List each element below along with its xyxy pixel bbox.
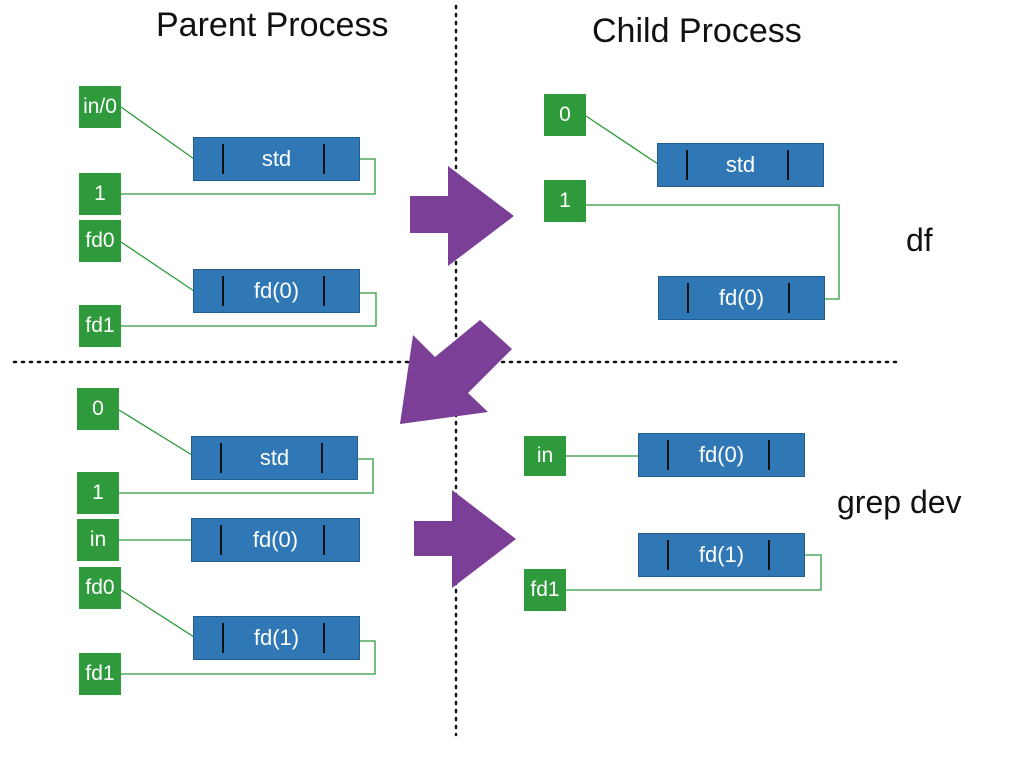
- connectors-bottom-right: [566, 455, 822, 591]
- fd-box-0: 0: [77, 388, 119, 430]
- fd-box-fd1: fd1: [79, 305, 121, 347]
- bar-divider: [323, 144, 325, 174]
- bar-divider: [220, 525, 222, 555]
- bar-divider: [323, 623, 325, 653]
- bar-divider: [220, 443, 222, 473]
- bar-divider: [323, 525, 325, 555]
- fd-box-fd1: fd1: [524, 569, 566, 611]
- fd-box-in: in: [77, 519, 119, 561]
- bar-divider: [667, 540, 669, 570]
- table-bar-fd0: fd(0): [191, 518, 360, 562]
- fd-box-1: 1: [544, 180, 586, 222]
- fd-box-fd0: fd0: [79, 567, 121, 609]
- table-bar-fd0: fd(0): [658, 276, 825, 320]
- bar-divider: [686, 150, 688, 180]
- bar-divider: [222, 144, 224, 174]
- table-bar-fd0: fd(0): [638, 433, 805, 477]
- table-bar-std: std: [193, 137, 360, 181]
- bar-divider: [788, 283, 790, 313]
- bar-divider: [667, 440, 669, 470]
- table-bar-std: std: [657, 143, 824, 187]
- table-bar-label: std: [261, 146, 292, 171]
- table-bar-fd0: fd(0): [193, 269, 360, 313]
- grep-command-label: grep dev: [837, 484, 962, 520]
- table-bar-std: std: [191, 436, 358, 480]
- table-bar-label: std: [725, 152, 756, 177]
- arrow-right-icon: [414, 490, 516, 588]
- parent-process-heading: Parent Process: [156, 6, 389, 44]
- arrow-down-left-icon: [400, 320, 512, 424]
- fd-box-in0: in/0: [79, 86, 121, 128]
- child-process-heading: Child Process: [592, 12, 802, 50]
- bar-divider: [321, 443, 323, 473]
- table-bar-label: fd(1): [698, 542, 745, 567]
- fd-box-1: 1: [77, 472, 119, 514]
- table-bar-fd1: fd(1): [193, 616, 360, 660]
- fd-box-fd1: fd1: [79, 653, 121, 695]
- bar-divider: [222, 276, 224, 306]
- bar-divider: [768, 540, 770, 570]
- fd-box-fd0: fd0: [79, 220, 121, 262]
- table-bar-label: fd(0): [718, 285, 765, 310]
- table-bar-label: fd(0): [253, 278, 300, 303]
- fd-box-0: 0: [544, 94, 586, 136]
- bar-divider: [768, 440, 770, 470]
- arrow-right-icon: [410, 166, 514, 266]
- table-bar-label: fd(0): [252, 527, 299, 552]
- bar-divider: [687, 283, 689, 313]
- table-bar-label: fd(1): [253, 625, 300, 650]
- bar-divider: [222, 623, 224, 653]
- df-command-label: df: [906, 222, 933, 258]
- table-bar-label: fd(0): [698, 442, 745, 467]
- fd-box-in: in: [524, 436, 566, 476]
- bar-divider: [787, 150, 789, 180]
- fd-box-1: 1: [79, 173, 121, 215]
- table-bar-label: std: [259, 445, 290, 470]
- bar-divider: [323, 276, 325, 306]
- table-bar-fd1: fd(1): [638, 533, 805, 577]
- connectors-top-right: [585, 115, 840, 300]
